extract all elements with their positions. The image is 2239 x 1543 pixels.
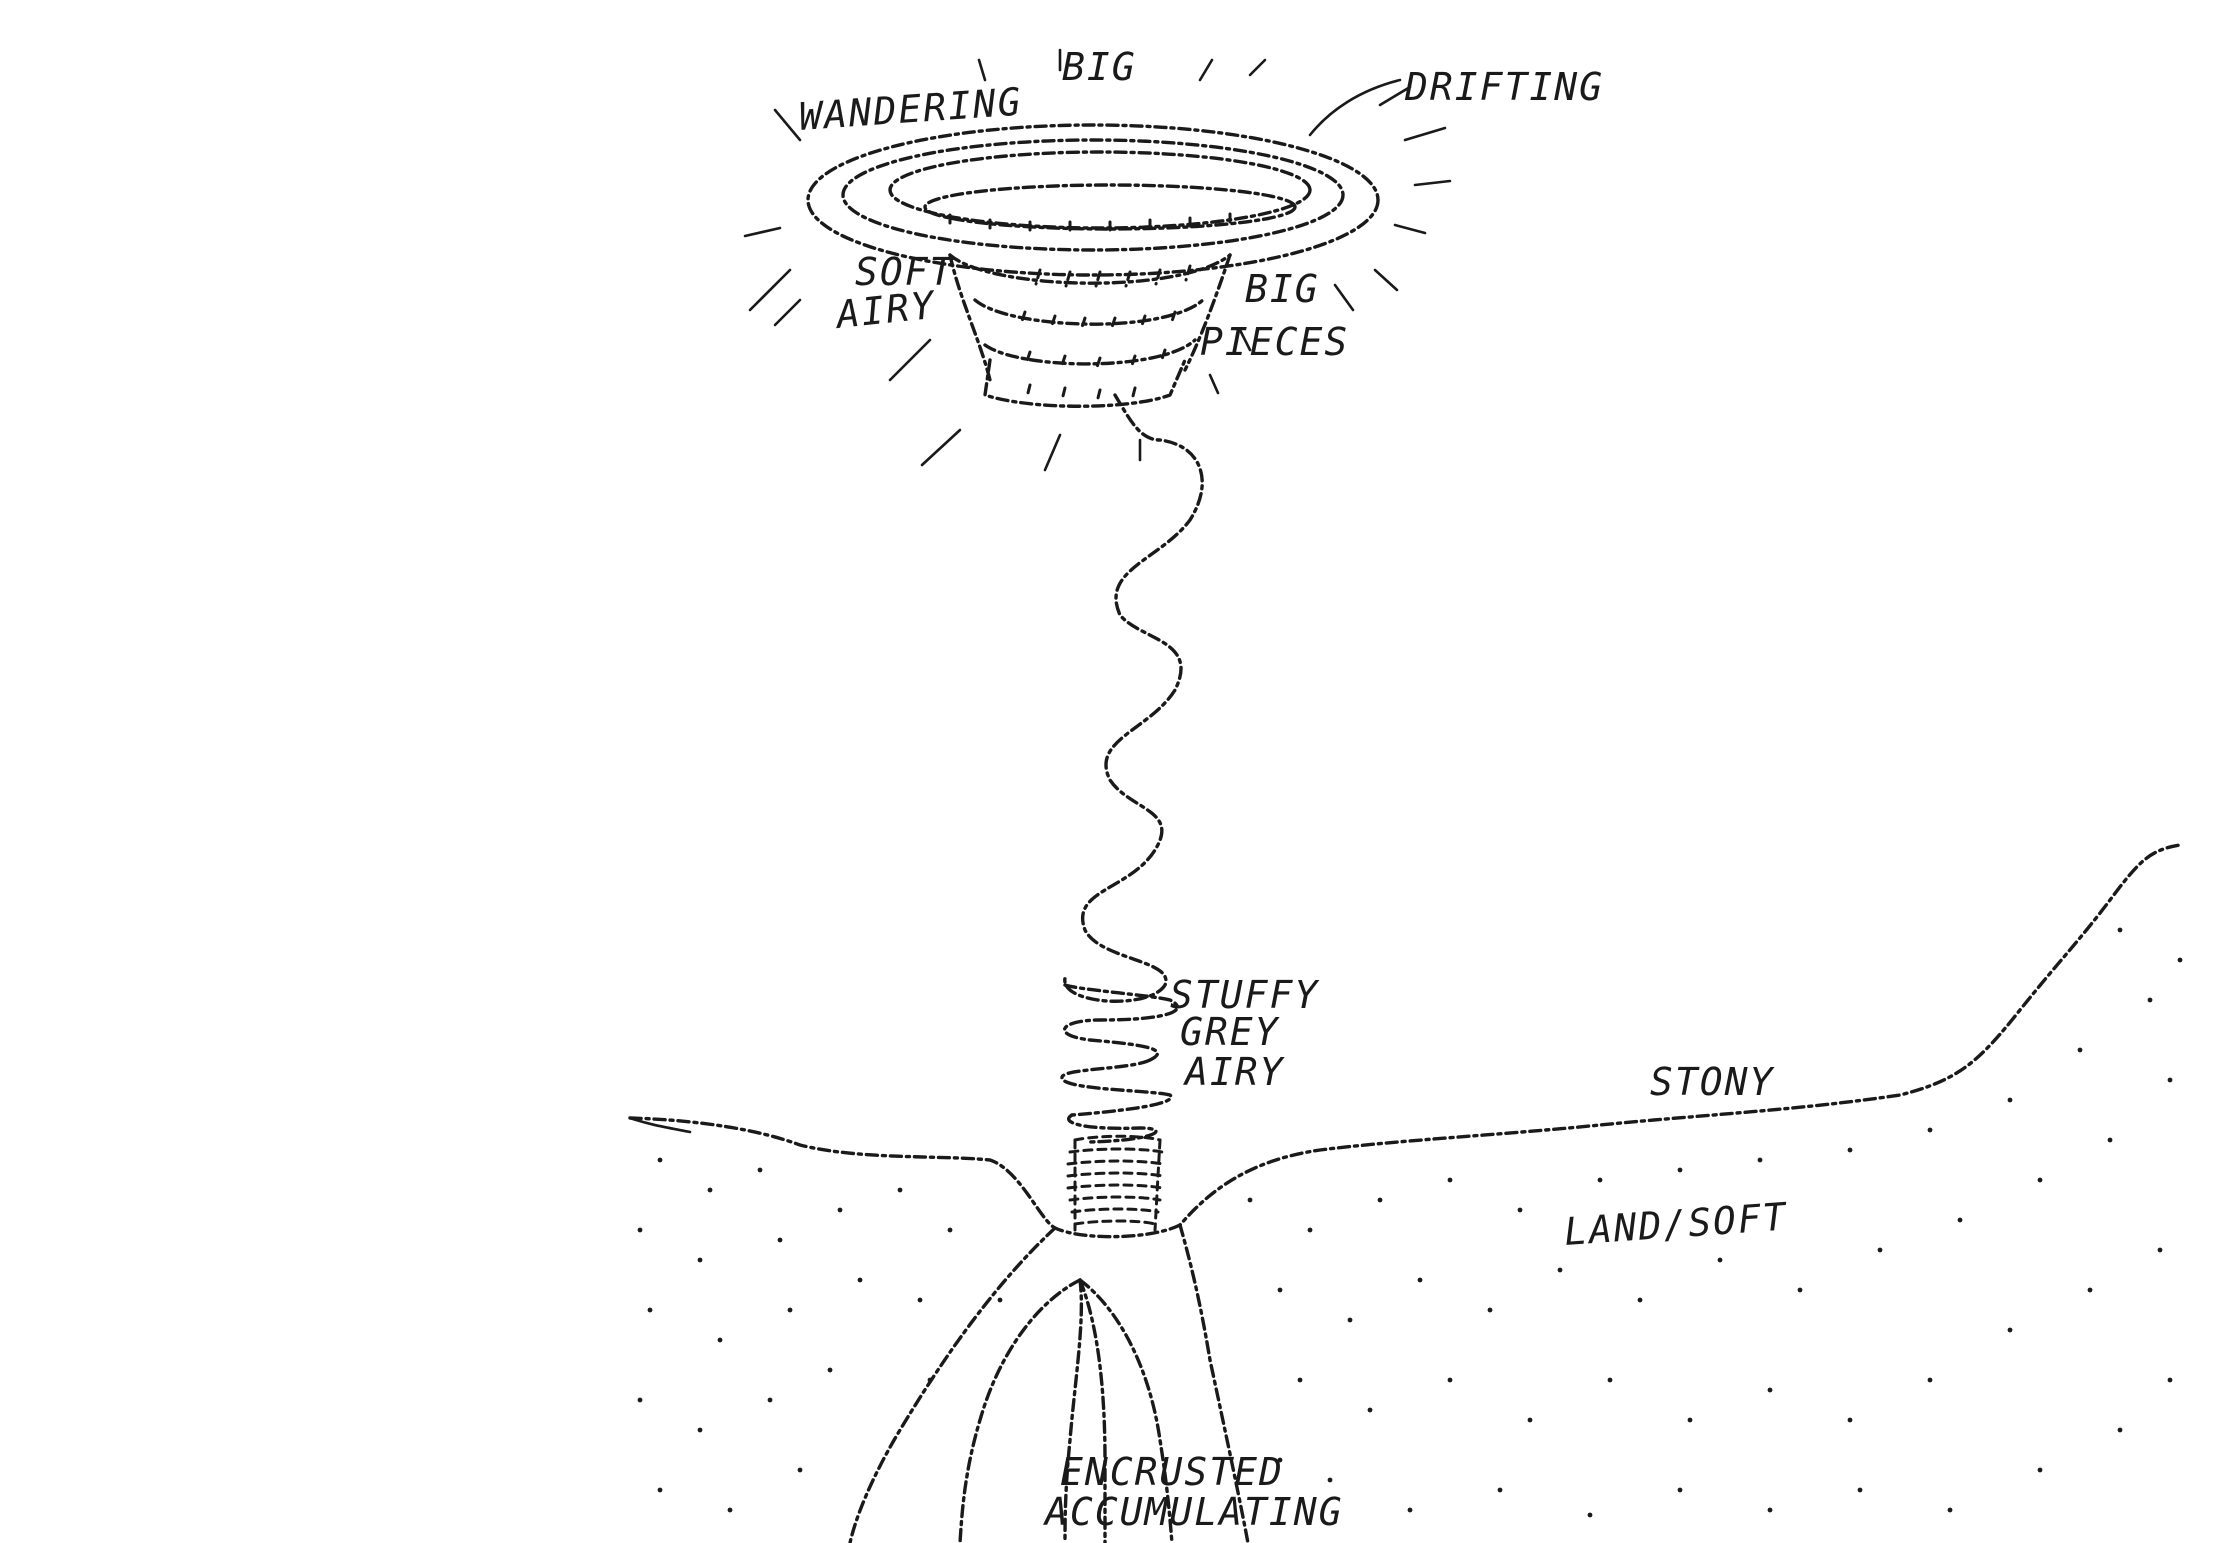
label-stony: STONY: [1650, 1060, 1776, 1104]
label-airy-mid: AIRY: [1183, 1050, 1286, 1094]
tether-coil-2: [1060, 1058, 1173, 1117]
cloud-vortex: [743, 48, 1452, 472]
labels: WANDERING BIG DRIFTING SOFT AIRY BIG PIE…: [798, 45, 1790, 1534]
roots: [848, 1223, 1250, 1543]
label-drifting: DRIFTING: [1404, 65, 1604, 109]
cloud-rays: [743, 48, 1452, 472]
cloud-outer-ring: [806, 123, 1380, 277]
funnel-upper-2: [973, 296, 1207, 326]
funnel-ticks: [948, 212, 1232, 404]
label-airy-top: AIRY: [832, 283, 939, 337]
tether-coil-3: [1067, 1113, 1158, 1144]
funnel-lower: [983, 358, 1187, 408]
label-grey: GREY: [1180, 1010, 1281, 1054]
label-stuffy: STUFFY: [1170, 973, 1320, 1017]
dense-coil: [1066, 1134, 1165, 1232]
label-big-side: BIG: [1245, 267, 1320, 311]
cloud-ring-4: [923, 183, 1297, 231]
label-encrusted: ENCRUSTED: [1060, 1450, 1284, 1494]
label-pieces: PIECES: [1200, 320, 1349, 364]
ground-left-edge: [628, 1116, 692, 1134]
label-accumulating: ACCUMULATING: [1043, 1490, 1344, 1534]
label-soft: SOFT: [855, 250, 955, 294]
funnel-side-left: [948, 253, 992, 382]
cloud-ring-2: [841, 138, 1345, 252]
label-big-top: BIG: [1062, 45, 1137, 89]
funnel-mid: [983, 338, 1197, 366]
label-land-soft: LAND/SOFT: [1563, 1194, 1790, 1254]
tether-coil-1: [1063, 983, 1179, 1062]
ground-surface: [628, 843, 2182, 1239]
funnel-side-right: [1183, 253, 1232, 372]
soil-stipple: [637, 927, 2183, 1518]
cloud-ring-3: [888, 150, 1312, 230]
tether-spiral: [1063, 393, 1204, 1003]
funnel-upper: [948, 253, 1232, 285]
